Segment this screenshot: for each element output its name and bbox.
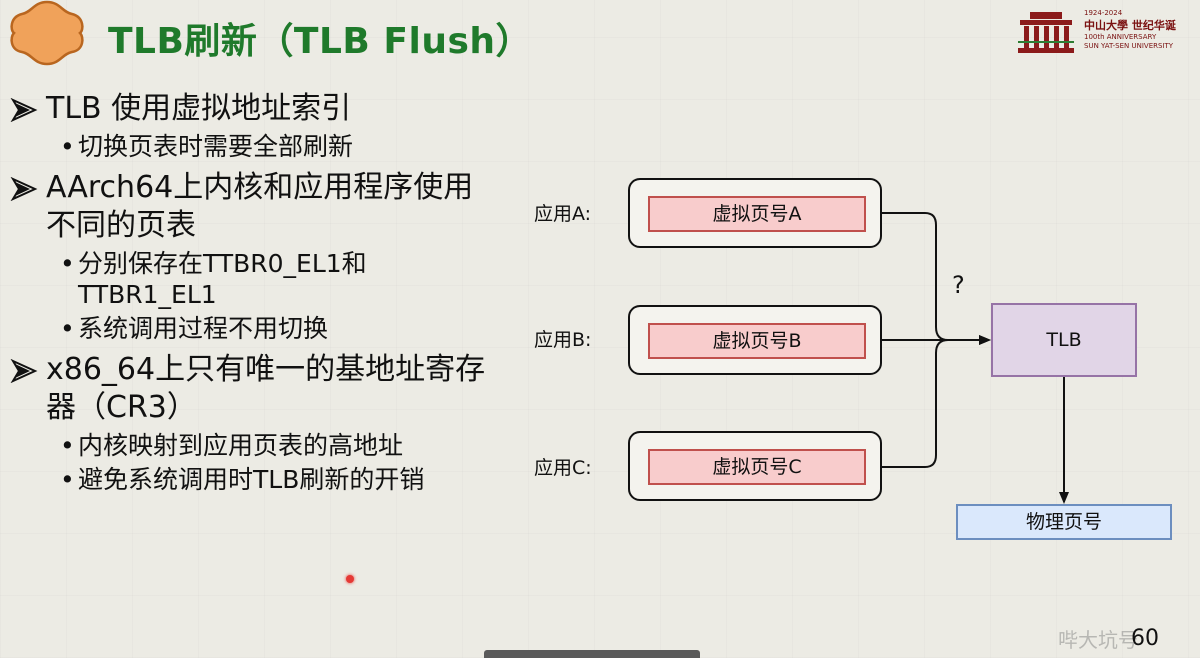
dot-bullet-icon: •: [60, 431, 75, 460]
sub-bullet-text: 分别保存在TTBR0_EL1和TTBR1_EL1: [78, 249, 367, 309]
vpn-box-b: 虚拟页号B: [648, 323, 866, 359]
logo-cn-name: 中山大學 世纪华诞: [1084, 19, 1176, 32]
laser-pointer-dot: [346, 575, 354, 583]
app-box-c: 虚拟页号C: [628, 431, 882, 501]
sub-bullet-text: 内核映射到应用页表的高地址: [78, 431, 404, 460]
bullet-item: TLB 使用虚拟地址索引: [10, 90, 500, 128]
bullet-item: x86_64上只有唯一的基地址寄存器（CR3）: [10, 351, 500, 427]
arrowhead-bullet-icon: [10, 177, 38, 201]
bullet-list: TLB 使用虚拟地址索引 • 切换页表时需要全部刷新 AArch64上内核和应用…: [10, 90, 500, 498]
tlb-box: TLB: [991, 303, 1137, 377]
bullet-text: x86_64上只有唯一的基地址寄存器（CR3）: [46, 352, 486, 425]
connector-a: [882, 212, 991, 345]
dot-bullet-icon: •: [60, 132, 75, 161]
diagram-connectors: [882, 212, 1069, 504]
vpn-box-c: 虚拟页号C: [648, 449, 866, 485]
app-label-c: 应用C:: [534, 457, 592, 479]
video-watermark: 哔大坑号: [1058, 628, 1138, 652]
orange-badge-icon: [10, 0, 84, 66]
arrowhead-bullet-icon: [10, 359, 38, 383]
sub-bullet-text: 系统调用过程不用切换: [78, 314, 329, 343]
sub-bullet-item: • 切换页表时需要全部刷新: [10, 131, 500, 162]
university-gate-icon: [1018, 12, 1074, 53]
dot-bullet-icon: •: [60, 314, 75, 343]
arrowhead-bullet-icon: [10, 98, 38, 122]
sub-bullet-item: • 避免系统调用时TLB刷新的开销: [10, 464, 500, 495]
player-control-bar[interactable]: [484, 650, 700, 658]
vpn-box-a: 虚拟页号A: [648, 196, 866, 232]
bullet-text: TLB 使用虚拟地址索引: [46, 91, 352, 126]
sub-bullet-text: 避免系统调用时TLB刷新的开销: [78, 465, 425, 494]
logo-years: 1924-2024: [1084, 9, 1123, 17]
physical-page-number-box: 物理页号: [956, 504, 1172, 540]
app-box-a: 虚拟页号A: [628, 178, 882, 248]
slide-title: TLB刷新（TLB Flush）: [108, 21, 533, 62]
tlb-diagram: 应用A: 虚拟页号A 应用B: 虚拟页号B 应用C: 虚拟页号C ? TLB 物…: [520, 165, 1190, 555]
logo-en-name: SUN YAT-SEN UNIVERSITY: [1084, 42, 1174, 50]
sub-bullet-item: • 内核映射到应用页表的高地址: [10, 430, 500, 461]
sub-bullet-item: • 系统调用过程不用切换: [10, 313, 500, 344]
app-label-b: 应用B:: [534, 329, 592, 351]
sub-bullet-text: 切换页表时需要全部刷新: [78, 132, 354, 161]
bullet-text: AArch64上内核和应用程序使用不同的页表: [46, 170, 474, 243]
question-mark: ?: [952, 271, 965, 299]
dot-bullet-icon: •: [60, 465, 75, 494]
dot-bullet-icon: •: [60, 249, 75, 278]
app-box-b: 虚拟页号B: [628, 305, 882, 375]
logo-anniversary: 100th ANNIVERSARY: [1084, 33, 1157, 41]
app-label-a: 应用A:: [534, 203, 592, 225]
sub-bullet-item: • 分别保存在TTBR0_EL1和TTBR1_EL1: [10, 248, 500, 310]
connector-c: [882, 339, 949, 468]
page-number: 60: [1131, 626, 1159, 651]
university-logo: 1924-2024 中山大學 世纪华诞 100th ANNIVERSARY SU…: [1016, 8, 1186, 58]
bullet-item: AArch64上内核和应用程序使用不同的页表: [10, 169, 500, 245]
